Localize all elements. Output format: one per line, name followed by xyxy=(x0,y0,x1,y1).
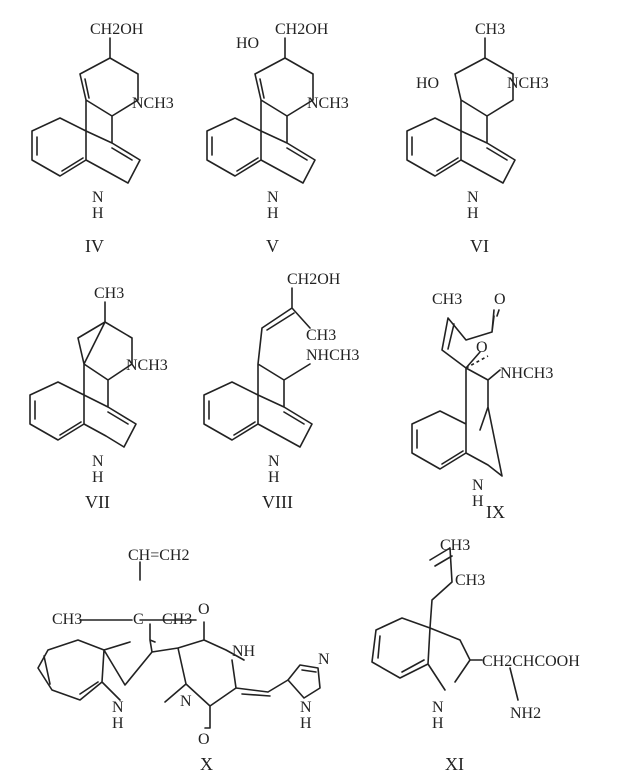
x-h-indoline-label: H xyxy=(112,715,124,732)
vii-n-label: N xyxy=(92,453,104,470)
structure-vii: CH3 NCH3 N H VII xyxy=(29,285,168,512)
iv-h-label: H xyxy=(92,205,104,222)
vi-h-label: H xyxy=(467,205,479,222)
xi-side-chain-label: CH2CHCOOH xyxy=(482,653,580,670)
vii-nch3-label: NCH3 xyxy=(126,357,168,374)
x-o-bottom-label: O xyxy=(198,731,210,748)
v-numeral: V xyxy=(266,236,279,256)
x-quaternary-c-label: C xyxy=(133,611,144,628)
v-nch3-label: NCH3 xyxy=(307,95,349,112)
x-left-ch3-label: CH3 xyxy=(52,611,82,628)
ix-ch3-label: CH3 xyxy=(432,291,462,308)
structure-ix: CH3 O O NHCH3 N H IX xyxy=(411,291,553,522)
iv-n-label: N xyxy=(92,189,104,206)
vi-ho-label: HO xyxy=(416,75,439,92)
x-vinyl-label: CH=CH2 xyxy=(128,547,189,564)
v-n-label: N xyxy=(267,189,279,206)
x-n-piperazine-label: N xyxy=(180,693,192,710)
iv-numeral: IV xyxy=(85,236,104,256)
iv-nch3-label: NCH3 xyxy=(132,95,174,112)
v-ho-label: HO xyxy=(236,35,259,52)
iv-ch2oh-label: CH2OH xyxy=(90,21,144,38)
viii-numeral: VIII xyxy=(262,492,293,512)
ix-o-ring-label: O xyxy=(476,339,488,356)
structure-v: HO CH2OH NCH3 N H V xyxy=(206,21,349,256)
structure-x: CH=CH2 CH3 C CH3 O NH O N N H N N H X xyxy=(37,547,330,774)
vi-nch3-label: NCH3 xyxy=(507,75,549,92)
vi-n-label: N xyxy=(467,189,479,206)
ix-o-carbonyl-label: O xyxy=(494,291,506,308)
xi-nh2-label: NH2 xyxy=(510,705,541,722)
x-numeral: X xyxy=(200,754,213,774)
x-n-imidazole-label: N xyxy=(318,651,330,668)
xi-n-label: N xyxy=(432,699,444,716)
viii-ch3-label: CH3 xyxy=(306,327,336,344)
ix-n-label: N xyxy=(472,477,484,494)
vii-numeral: VII xyxy=(85,492,110,512)
x-n-indoline-label: N xyxy=(112,699,124,716)
x-nh-imidazole-n-label: N xyxy=(300,699,312,716)
ix-nhch3-label: NHCH3 xyxy=(500,365,553,382)
xi-ch3-top-label: CH3 xyxy=(440,537,470,554)
x-right-ch3-label: CH3 xyxy=(162,611,192,628)
viii-n-label: N xyxy=(268,453,280,470)
ix-numeral: IX xyxy=(486,502,505,522)
structure-viii: CH2OH CH3 NHCH3 N H VIII xyxy=(203,271,359,512)
xi-h-label: H xyxy=(432,715,444,732)
xi-numeral: XI xyxy=(445,754,464,774)
viii-nhch3-label: NHCH3 xyxy=(306,347,359,364)
vii-h-label: H xyxy=(92,469,104,486)
v-ch2oh-label: CH2OH xyxy=(275,21,329,38)
structure-iv: CH2OH NCH3 N H IV xyxy=(31,21,174,256)
v-h-label: H xyxy=(267,205,279,222)
vii-ch3-label: CH3 xyxy=(94,285,124,302)
xi-ch3-side-label: CH3 xyxy=(455,572,485,589)
viii-h-label: H xyxy=(268,469,280,486)
structure-vi: CH3 HO NCH3 N H VI xyxy=(406,21,549,256)
structure-xi: CH3 CH3 CH2CHCOOH NH2 N H XI xyxy=(371,537,580,774)
x-o-top-label: O xyxy=(198,601,210,618)
vi-numeral: VI xyxy=(470,236,489,256)
vi-ch3-label: CH3 xyxy=(475,21,505,38)
ix-h-label: H xyxy=(472,493,484,510)
viii-ch2oh-label: CH2OH xyxy=(287,271,341,288)
x-nh-label: NH xyxy=(232,643,256,660)
x-nh-imidazole-h-label: H xyxy=(300,715,312,732)
